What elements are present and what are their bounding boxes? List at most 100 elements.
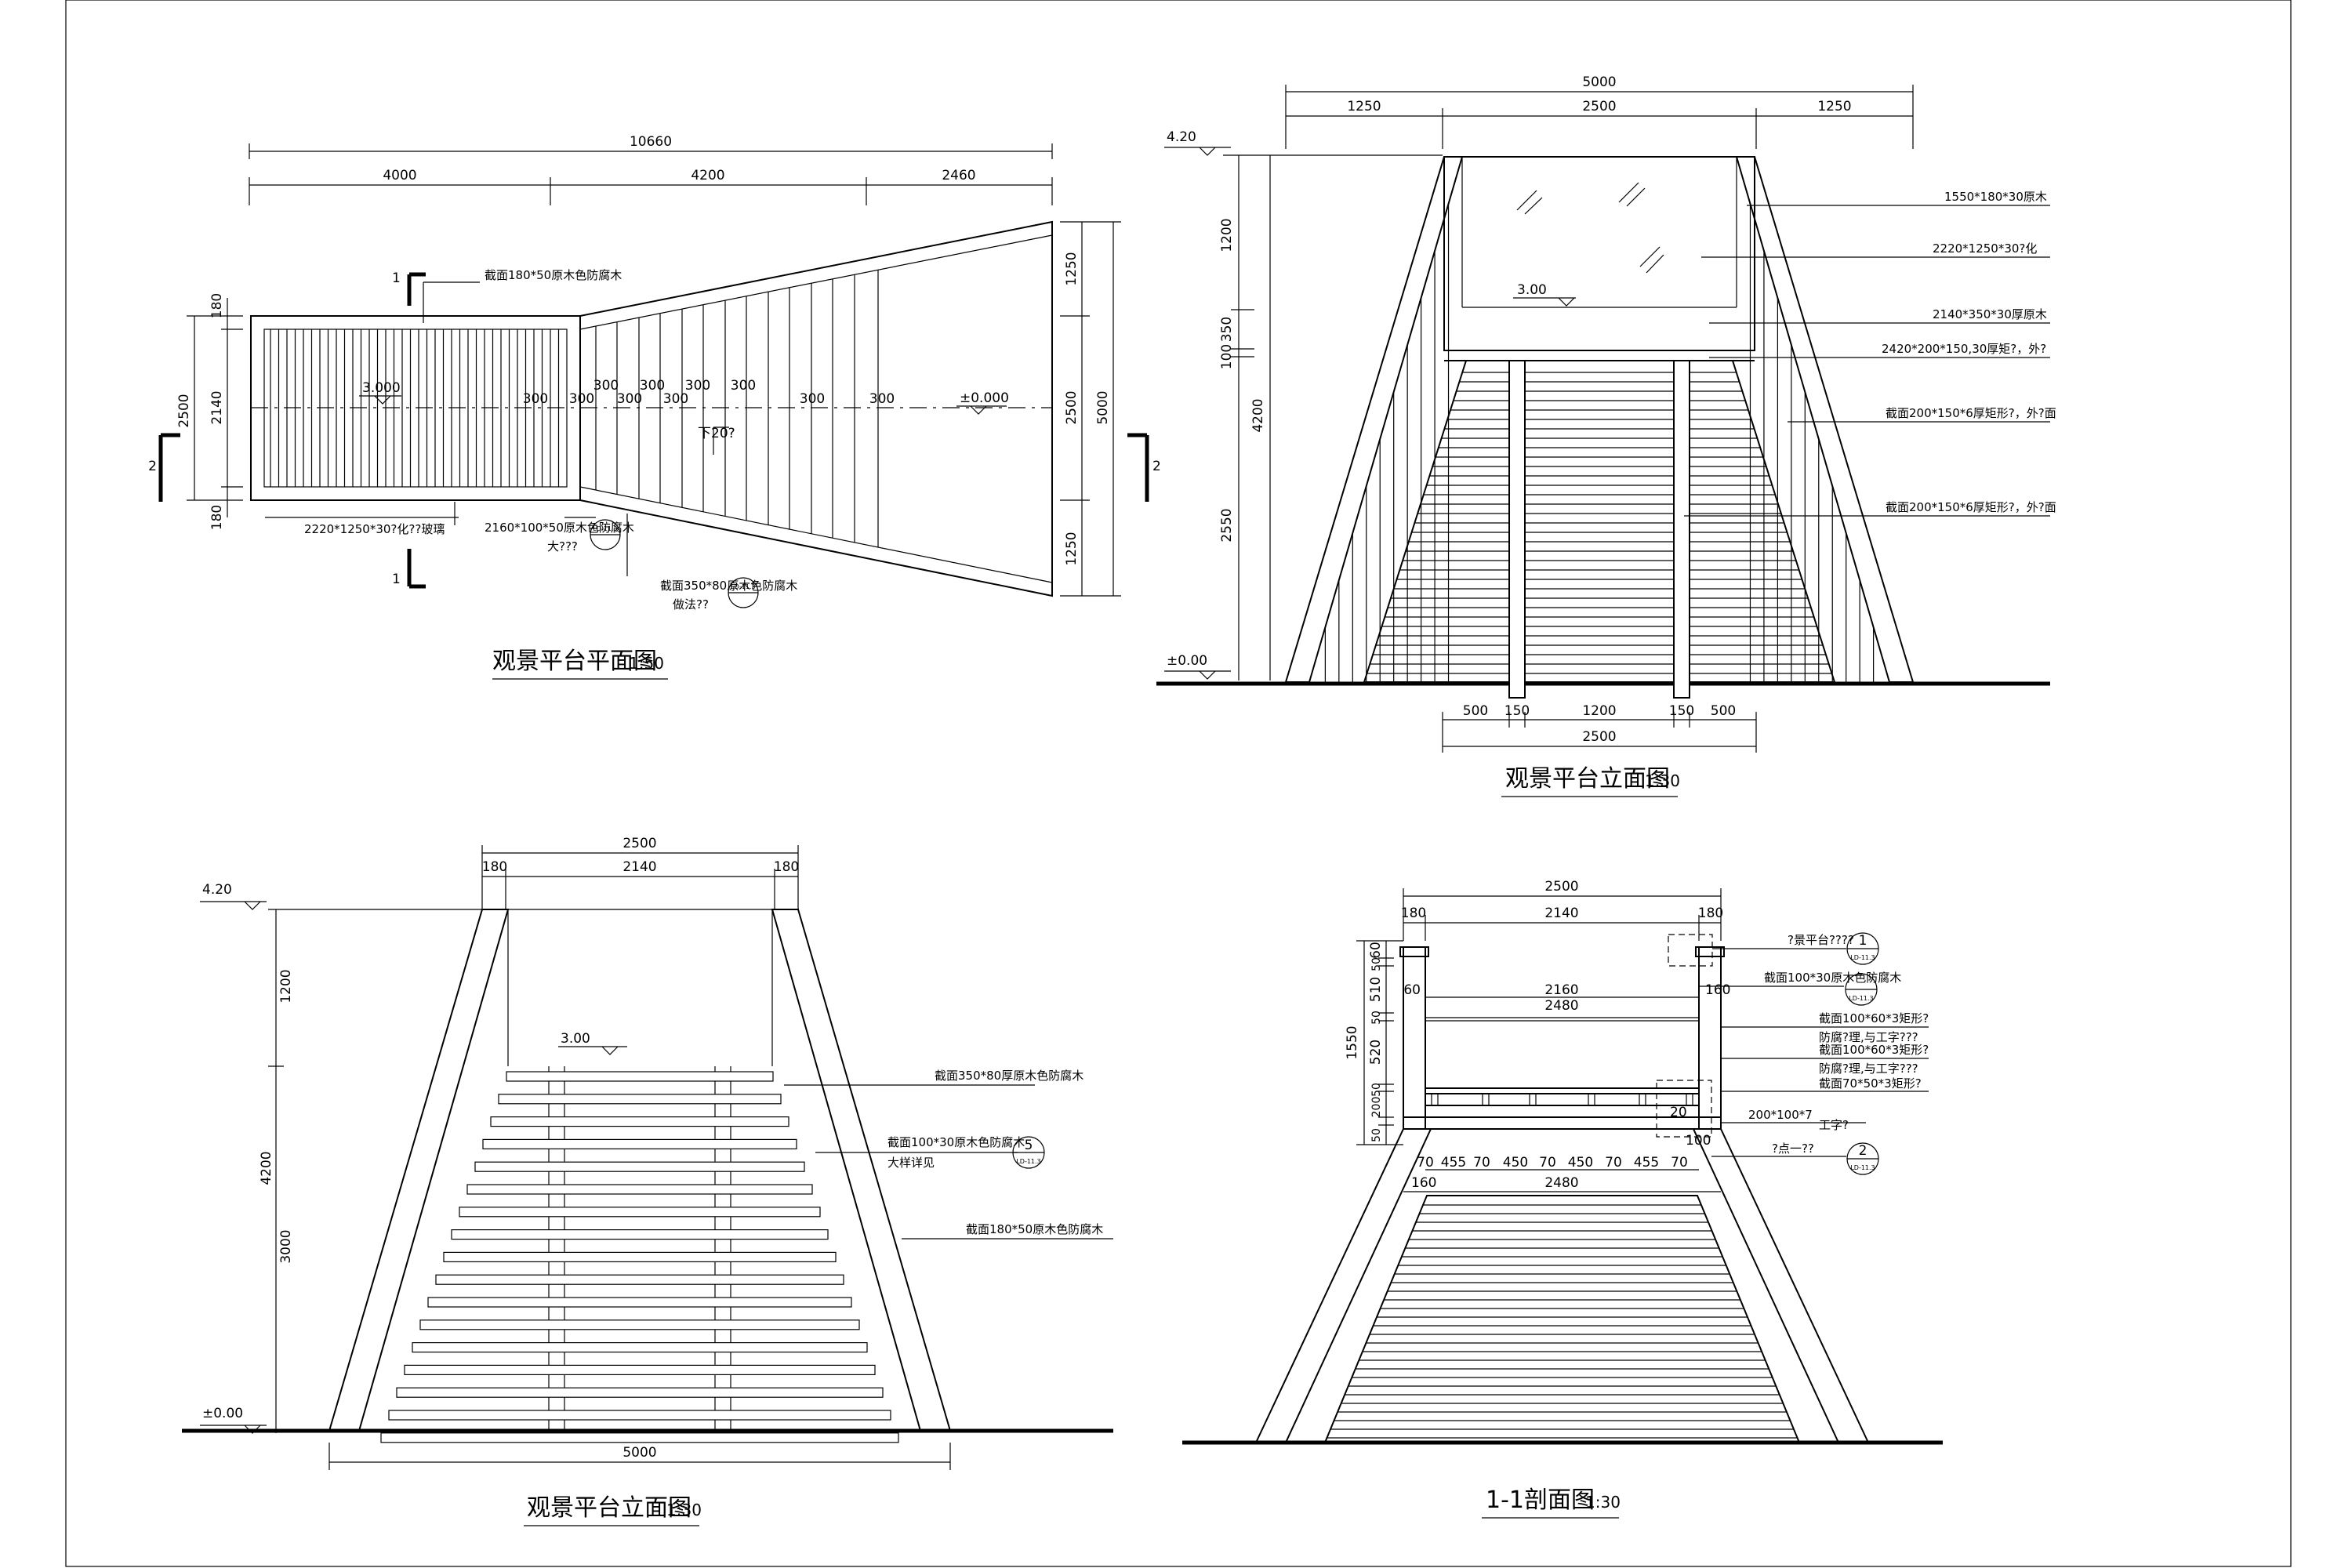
section-dim-520: 520: [1368, 1040, 1384, 1065]
section-deck-joists: [1431, 1093, 1693, 1106]
side-board: [419, 1319, 860, 1330]
front-dim-c: 1250: [1817, 99, 1851, 114]
section-scale: 1:30: [1585, 1493, 1621, 1512]
front-title: 观景平台立面图: [1505, 765, 1670, 793]
section-dim-i60: 60: [1403, 982, 1421, 998]
plan-step-1: 300: [523, 391, 548, 407]
plan-dim-right-1250-bot: 1250: [1064, 532, 1080, 565]
front-dim-b1200: 1200: [1582, 703, 1616, 719]
plan-step-2: 300: [569, 391, 594, 407]
section-stair-treads: [1327, 1204, 1798, 1439]
side-dim-total: 2500: [622, 836, 656, 851]
section-row-7: 455: [1634, 1155, 1659, 1171]
front-dim-b150b: 150: [1669, 703, 1694, 719]
side-board: [482, 1138, 797, 1150]
plan-detail-tag-1: LD-11.3: [593, 525, 617, 532]
section-label-4: 截面100*60*3矩形?: [1819, 1043, 1929, 1057]
section-label-5: 截面70*50*3矩形?: [1819, 1076, 1922, 1091]
section-leg-left: [1254, 1128, 1432, 1443]
front-glass-panel: [1443, 156, 1755, 351]
plan-label-board-350-sub: 做法??: [673, 597, 709, 612]
plan-dim-seg3: 2460: [942, 168, 975, 183]
plan-label-glass: 2220*1250*30?化??玻璃: [304, 522, 445, 536]
plan-step-5: 300: [640, 378, 665, 394]
section-label-6: 200*100*7: [1748, 1108, 1813, 1122]
section-leg-right: [1692, 1128, 1870, 1443]
side-board: [396, 1387, 884, 1398]
section-row-1: 455: [1441, 1155, 1466, 1171]
plan-stair-outline: [579, 220, 1053, 597]
front-level-0: ±0.00: [1167, 653, 1207, 669]
side-label-3: 截面180*50原木色防腐木: [966, 1222, 1103, 1236]
section-row-0: 70: [1417, 1155, 1434, 1171]
section-dim-i100: 100: [1686, 1133, 1711, 1149]
plan-dim-left-2500: 2500: [176, 394, 192, 427]
plan-level-3000: 3.000: [362, 380, 401, 396]
side-board: [427, 1297, 852, 1308]
side-board: [443, 1251, 837, 1263]
side-level-top: 4.20: [202, 882, 232, 898]
section-post-right: [1698, 946, 1722, 1130]
side-label-2: 截面100*30原木色防腐木: [887, 1135, 1025, 1149]
plan-step-7: 300: [685, 378, 710, 394]
front-scale: 1:30: [1645, 771, 1680, 790]
side-board: [490, 1116, 789, 1127]
section-detail-box-2: [1656, 1080, 1712, 1138]
plan-step-3: 300: [593, 378, 619, 394]
front-dim-b2500: 2500: [1582, 729, 1616, 745]
plan-dim-right-5000: 5000: [1095, 390, 1111, 424]
section-title: 1-1剖面图: [1486, 1486, 1595, 1514]
side-board: [380, 1432, 899, 1443]
plan-step-9: 300: [800, 391, 825, 407]
side-dim-4200: 4200: [259, 1151, 274, 1185]
front-dim-b150a: 150: [1504, 703, 1530, 719]
plan-level-0: ±0.000: [960, 390, 1009, 406]
front-label-6: 截面200*150*6厚矩形?，外?面: [1886, 500, 2056, 514]
section-joist: [1588, 1093, 1595, 1106]
front-label-5: 截面200*150*6厚矩形?，外?面: [1886, 406, 2056, 420]
plan-down-label: 下20?: [698, 426, 735, 441]
side-detail-tag: LD-11.3: [1016, 1158, 1040, 1165]
section-label-7: ?点一??: [1772, 1142, 1814, 1156]
plan-dim-seg2: 4200: [691, 168, 724, 183]
plan-dim-left-180-bot: 180: [209, 505, 225, 530]
plan-cut-2-right-label: 2: [1152, 459, 1161, 474]
section-row-6: 70: [1605, 1155, 1622, 1171]
side-board: [466, 1184, 813, 1195]
front-label-4: 2420*200*150,30厚矩?，外?: [1882, 342, 2046, 356]
side-board: [474, 1161, 805, 1172]
front-level-top: 4.20: [1167, 129, 1196, 145]
plan-step-10: 300: [869, 391, 895, 407]
section-bubble-3-tag: LD-11.3: [1850, 1164, 1875, 1171]
plan-dim-right-2500: 2500: [1064, 390, 1080, 424]
plan-label-board-2160: 2160*100*50原木色防腐木: [485, 521, 634, 535]
front-balusters: [1324, 204, 1875, 682]
front-dim-b500b: 500: [1711, 703, 1736, 719]
front-dim-b: 2500: [1582, 99, 1616, 114]
section-label-1: ?景平台????: [1788, 933, 1854, 947]
plan-title: 观景平台平面图: [492, 648, 657, 675]
plan-cut-1-top-label: 1: [392, 270, 401, 286]
front-elevation: 5000 1250 2500 1250 1200 350 100 4200 25…: [1156, 74, 2056, 797]
section-dim-b2480: 2480: [1544, 1175, 1578, 1191]
section-cap-right: [1695, 946, 1725, 957]
side-dim-bottom: 5000: [622, 1445, 656, 1461]
section-dim-180b: 180: [1698, 906, 1723, 921]
side-board: [404, 1364, 876, 1376]
plan-view: 10660 4000 4200 2460 300 300 300 300 300…: [148, 134, 1161, 680]
section-dim-i20: 20: [1670, 1105, 1687, 1120]
side-board: [412, 1341, 868, 1353]
side-board: [435, 1274, 844, 1285]
section-post-left: [1403, 946, 1426, 1130]
side-board: [498, 1094, 782, 1105]
section-joist: [1431, 1093, 1439, 1106]
sheet-border: [65, 0, 2292, 1567]
side-boards: [380, 1071, 899, 1443]
section-bubble-2-tag: LD-11.3: [1849, 995, 1873, 1002]
plan-dim-right-1250-top: 1250: [1064, 252, 1080, 285]
section-dim-2160: 2160: [1544, 982, 1578, 998]
plan-label-board-350: 截面350*80原木色防腐木: [660, 579, 797, 593]
side-label-1: 截面350*80厚原木色防腐木: [935, 1069, 1083, 1083]
section-detail-box-1: [1668, 934, 1713, 967]
